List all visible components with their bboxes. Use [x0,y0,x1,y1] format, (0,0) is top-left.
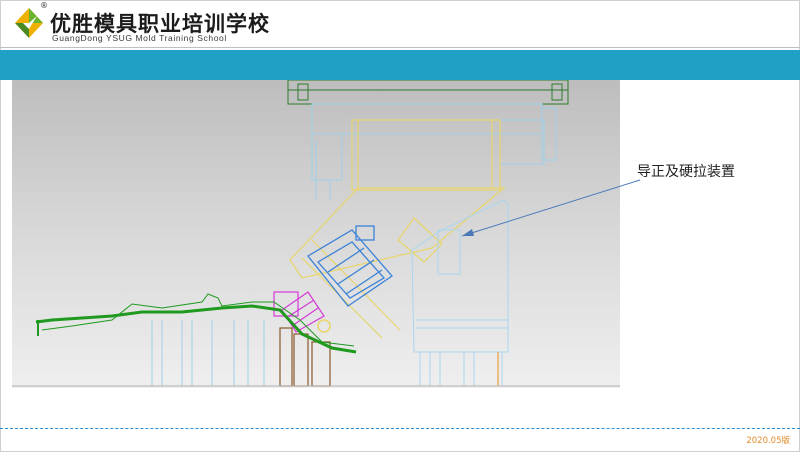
school-name-cn: 优胜模具职业培训学校 [50,12,270,36]
header-divider [0,47,800,48]
version-label: 2020.05版 [746,436,790,446]
lower-die [151,320,265,386]
registered-mark: ® [40,1,48,10]
cad-drawing [12,80,620,388]
school-name-en: GuangDong YSUG Mold Training School [52,33,227,43]
upper-plate [287,80,569,105]
guide-block [307,225,393,307]
sheet-metal [35,293,357,354]
title-band [0,50,800,80]
upper-die [311,103,557,200]
cam-block [289,119,506,339]
callout-label: 导正及硬拉装置 [637,164,735,180]
right-block [411,199,509,386]
footer-divider [0,428,800,429]
pin-ring [317,319,331,333]
diamond-logo-icon [15,8,43,38]
